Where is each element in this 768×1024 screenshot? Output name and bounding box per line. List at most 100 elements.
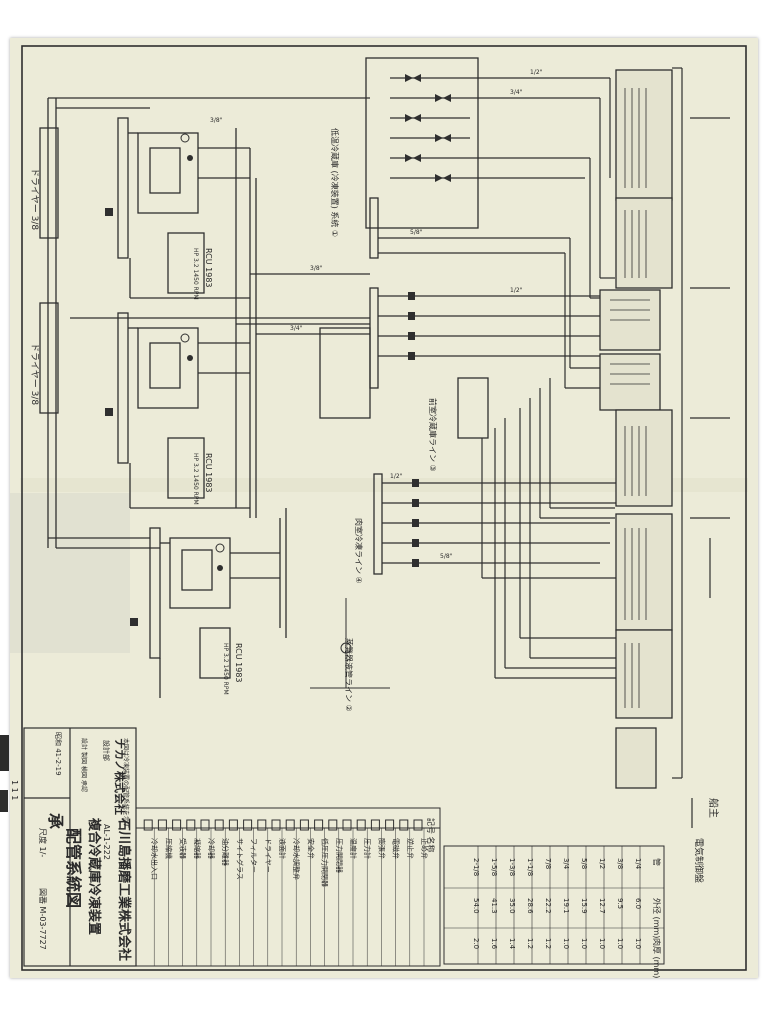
- drawing-title: 配管系統図: [64, 828, 83, 908]
- system-name: 複合冷蔵庫冷凍装置: [86, 817, 102, 935]
- pipe-table-cell-5-1: 22.2: [544, 898, 552, 914]
- pipe-table-cell-2-0: 1/2: [598, 858, 606, 869]
- legend-item-15: 冷却器: [207, 838, 216, 859]
- legend-symbol-icon: [370, 819, 380, 831]
- legend-symbol-icon: [399, 819, 409, 831]
- pipe-table-cell-1-1: 9.5: [616, 898, 624, 909]
- pipe-table-cell-7-0: 1-3/8: [508, 858, 516, 876]
- pipe-size-label-1: 3/4": [510, 89, 523, 96]
- pipe-size-label-2: 5/8": [410, 229, 423, 236]
- drawing-border: [21, 45, 747, 971]
- legend-symbol-icon: [257, 819, 267, 831]
- legend-item-18: 圧縮機: [164, 838, 173, 859]
- pipe-table-cell-4-2: 1.0: [562, 938, 570, 949]
- legend-item-3: 膨張弁: [377, 838, 386, 859]
- pipe-table-cell-8-0: 1-5/8: [490, 858, 498, 876]
- role-label-2: 検図: [80, 766, 88, 778]
- company-name: ナカノ株式会社: [113, 738, 127, 815]
- legend-item-2: 電磁弁: [392, 838, 401, 859]
- pipe-size-label-5: 3/4": [290, 325, 303, 332]
- legend-item-0: 止め弁: [420, 838, 429, 859]
- pipe-table-cell-9-2: 2.0: [472, 938, 480, 949]
- legend-symbol-icon: [186, 819, 196, 831]
- legend-symbol-icon: [299, 819, 309, 831]
- pipe-runs: [378, 77, 620, 679]
- pipe-table-cell-7-1: 35.0: [508, 898, 516, 914]
- pipe-size-label-3: 3/8": [310, 265, 323, 272]
- legend-item-9: 冷却水調整弁: [292, 838, 301, 880]
- pipe-table-cell-6-0: 1-1/8: [526, 858, 534, 876]
- system-label-3: 肉室冷凍ライン ④: [354, 518, 364, 584]
- pipe-table-cell-4-0: 3/4: [562, 858, 570, 870]
- compressor-spec-1: HP 3.2 1450 RPM: [192, 453, 199, 505]
- legend-symbol-icon: [243, 819, 253, 831]
- legend-symbol-icon: [342, 819, 352, 831]
- legend-item-10: 液面計: [278, 838, 287, 859]
- pipe-table-cell-5-2: 1.2: [544, 938, 552, 949]
- pipe-table-cell-8-1: 41.3: [490, 898, 498, 914]
- left-valves: [105, 133, 390, 689]
- role-label-0: 設計: [80, 738, 88, 750]
- pipe-table-header-0: 管: [652, 858, 662, 866]
- pipe-table-cell-3-0: 5/8: [580, 858, 588, 869]
- pipe-size-label-6: 1/2": [390, 473, 403, 480]
- left-piping: [39, 97, 370, 698]
- legend-symbol-icon: [271, 819, 281, 831]
- pipe-table-grid: [443, 845, 665, 965]
- right-vertical-bus: [672, 67, 730, 828]
- legend-item-4: 圧力計: [363, 838, 372, 859]
- legend-symbol-icon: [200, 819, 210, 831]
- centre-headers: [319, 57, 489, 575]
- legend-symbol-icon: [214, 819, 224, 831]
- legend-symbol-icon: [285, 819, 295, 831]
- pipe-size-label-7: 5/8": [440, 553, 453, 560]
- legend-symbol-icon: [143, 819, 153, 831]
- role-label-1: 製図: [80, 752, 88, 764]
- system-label-0: 低温冷蔵庫 (冷凍装置) 系統 ①: [330, 128, 340, 237]
- legend-item-14: 油分離器: [221, 838, 230, 866]
- legend-item-7: 低圧圧力開閉器: [321, 838, 330, 887]
- pipe-table-cell-1-2: 1.0: [616, 938, 624, 949]
- system-label-2: 前室冷蔵庫ライン ③: [428, 398, 438, 472]
- compressor-label-2: RCU 1983: [234, 643, 243, 683]
- legend-symbol-icon: [314, 819, 324, 831]
- legend-symbol-icon: [228, 819, 238, 831]
- pipe-table-header-2: 肉厚 (mm): [652, 938, 662, 978]
- pipe-table-cell-6-1: 28.6: [526, 898, 534, 914]
- role-label-3: 承認: [80, 780, 88, 792]
- pipe-table-cell-5-0: 7/8: [544, 858, 552, 869]
- legend-item-8: 安全弁: [306, 838, 315, 859]
- pipe-size-label-4: 1/2": [510, 287, 523, 294]
- dryer-label-0: ドライヤー 3/8: [29, 168, 40, 230]
- control-panel-label: 電気制御盤: [693, 838, 705, 883]
- project-subtitle: AL-1-222: [102, 824, 111, 860]
- owner-label: 船主: [707, 798, 720, 818]
- legend-title: 記号 名称: [426, 818, 436, 853]
- centre-valve-symbols: [405, 74, 451, 567]
- legend-symbol-icon: [157, 819, 167, 831]
- scale-label: 尺度 1/-: [38, 828, 48, 857]
- pipe-size-label-0: 1/2": [530, 69, 543, 76]
- edge-label: 1 1 1: [10, 780, 19, 800]
- legend-item-1: 逆止弁: [406, 838, 415, 859]
- system-label-1: 蒸発器液管ライン ②: [344, 638, 354, 712]
- pipe-table-cell-0-1: 6.0: [634, 898, 642, 909]
- side-margin-note: 本図は冷凍装置の配管系統を示す: [122, 738, 130, 828]
- fold-line: [20, 478, 748, 492]
- pipe-table-cell-0-0: 1/4: [634, 858, 642, 870]
- legend-item-13: サイトグラス: [235, 838, 244, 880]
- compressor-spec-0: HP 3.2 1450 RPM: [192, 248, 199, 300]
- edge-mark-top: [0, 735, 9, 771]
- pipe-table-cell-0-2: 1.0: [634, 938, 642, 949]
- pipe-table-cell-6-2: 1.2: [526, 938, 534, 949]
- compressor-label-1: RCU 1983: [204, 453, 213, 493]
- legend-symbol-icon: [413, 819, 423, 831]
- project-name: 石川島播磨工業株式会社: [116, 817, 132, 961]
- legend-symbol-icon: [172, 819, 182, 831]
- pipe-table-cell-3-1: 15.9: [580, 898, 588, 914]
- piping-schematic: ナカノ株式会社設計部石川島播磨工業株式会社AL-1-222複合冷蔵庫冷凍装置配管…: [10, 38, 758, 978]
- legend-item-5: 温度計: [349, 838, 358, 859]
- title-block: [23, 727, 137, 967]
- legend-item-6: 圧力開閉器: [335, 838, 344, 873]
- legend-symbol-icon: [385, 819, 395, 831]
